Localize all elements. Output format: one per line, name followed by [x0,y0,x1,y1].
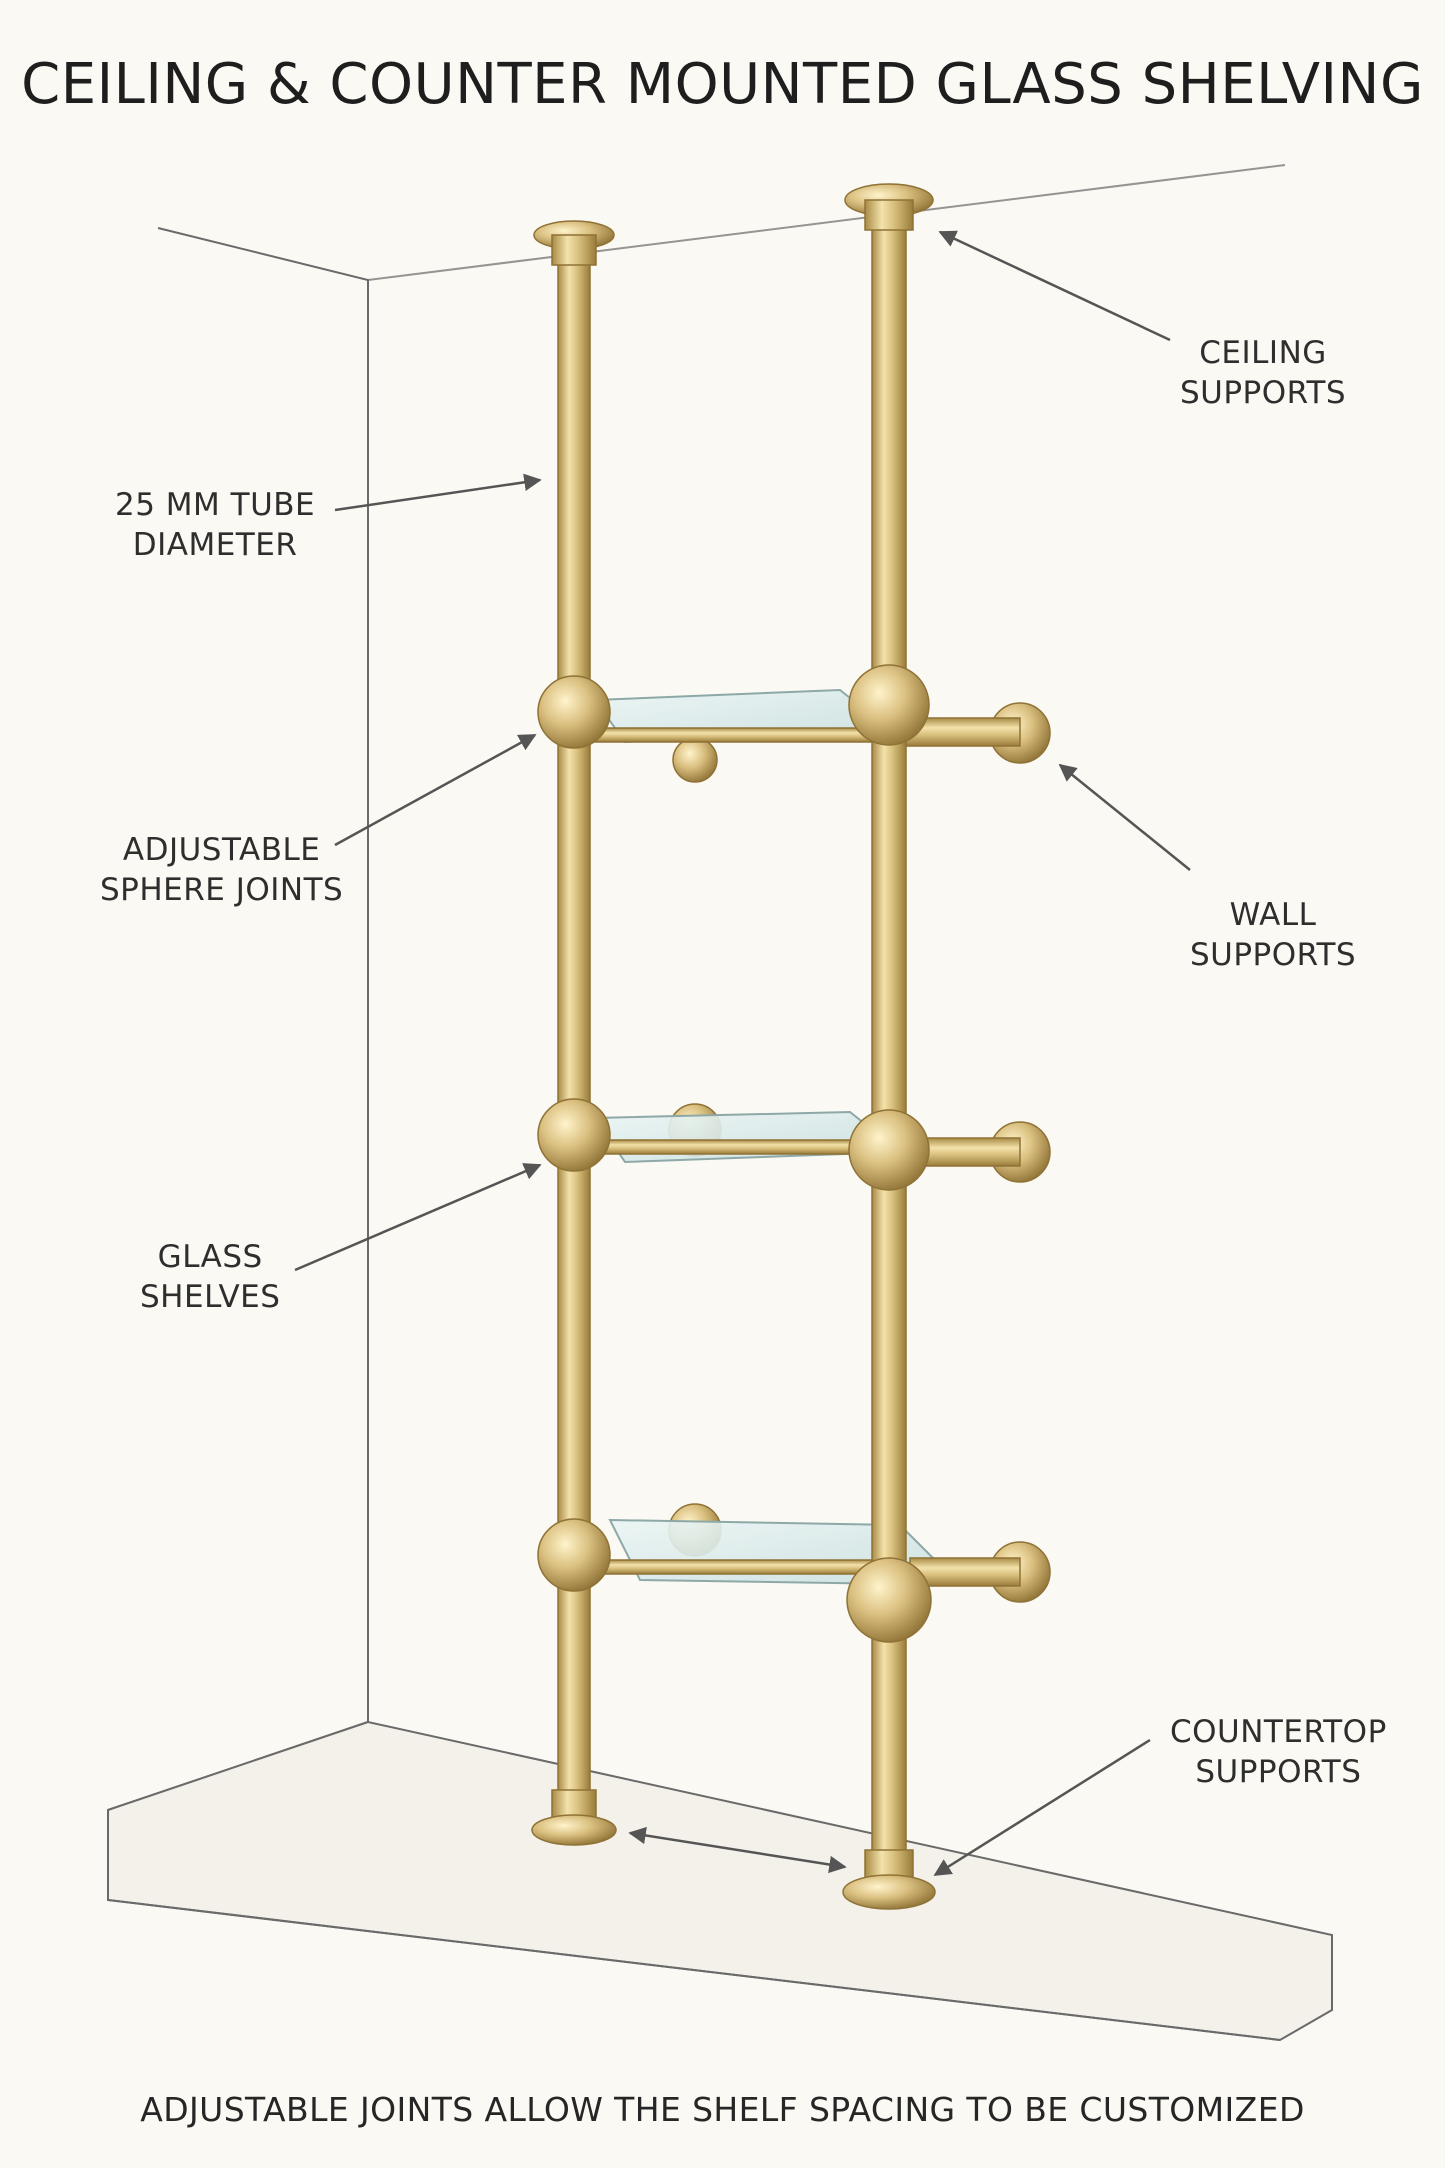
label-wall-supports-line1: WALL [1229,897,1317,933]
label-tube-diameter: 25 MM TUBE DIAMETER [115,485,315,565]
arrow-wall-supports [1058,763,1191,871]
diagram-caption: ADJUSTABLE JOINTS ALLOW THE SHELF SPACIN… [140,2090,1305,2129]
label-countertop-supports-line1: COUNTERTOP [1170,1714,1387,1750]
label-glass-shelves: GLASS SHELVES [140,1237,280,1317]
arrow-tube-diameter [334,473,542,512]
label-ceiling-supports-line2: SUPPORTS [1180,375,1347,411]
label-wall-supports: WALL SUPPORTS [1190,895,1356,975]
arrow-sphere-joints [334,733,537,847]
label-ceiling-supports: CEILING SUPPORTS [1180,333,1346,413]
label-sphere-joints: ADJUSTABLE SPHERE JOINTS [100,830,343,910]
label-sphere-joints-line1: ADJUSTABLE [122,832,321,868]
label-ceiling-supports-line1: CEILING [1199,335,1327,371]
ceiling-flanges [533,183,934,266]
arrow-ceiling-supports [938,230,1171,342]
label-sphere-joints-line2: SPHERE JOINTS [100,872,344,908]
counter-flanges [531,1789,936,1910]
countertop [107,1720,1333,2042]
label-countertop-supports-line2: SUPPORTS [1195,1754,1362,1790]
arrow-countertop-supports [933,1738,1151,1877]
arrow-spacing [628,1826,847,1874]
label-countertop-supports: COUNTERTOP SUPPORTS [1170,1712,1387,1792]
label-tube-diameter-line1: 25 MM TUBE [115,487,316,523]
arrow-glass-shelves [294,1163,542,1272]
label-tube-diameter-line2: DIAMETER [132,527,298,563]
label-glass-shelves-line2: SHELVES [140,1279,281,1315]
label-wall-supports-line2: SUPPORTS [1190,937,1357,973]
annotation-arrows [294,230,1191,1877]
diagram-title: CEILING & COUNTER MOUNTED GLASS SHELVING [21,52,1424,117]
label-glass-shelves-line1: GLASS [157,1239,263,1275]
horizontal-rails [574,717,1021,1587]
sphere-joints [537,664,932,1643]
